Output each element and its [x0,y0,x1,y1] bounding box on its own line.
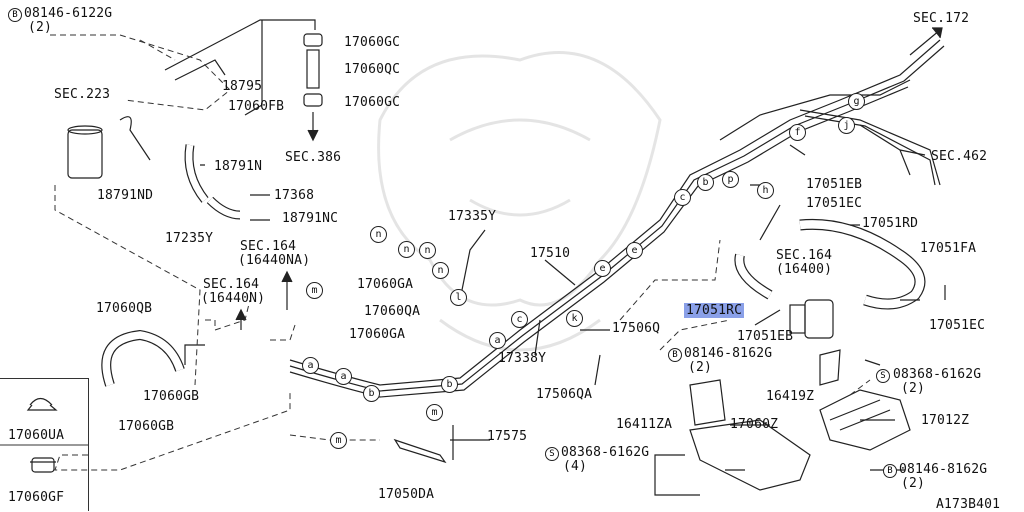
qty-label: (2) [901,476,926,491]
section-ref-sub: (16400) [776,262,833,277]
clip-a-2: a [335,368,352,385]
screw-symbol: S [545,447,559,461]
clip-n-2: n [398,241,415,258]
part-label[interactable]: 17051EC [929,318,986,333]
part-label[interactable]: 17060GB [143,389,200,404]
screw-symbol: S [876,369,890,383]
part-label[interactable]: 17060GC [344,35,401,50]
part-label[interactable]: 17051FA [920,241,977,256]
clip-m-3: m [330,432,347,449]
part-label[interactable]: 17575 [487,429,528,444]
bolt-symbol: B [668,348,682,362]
section-ref[interactable]: SEC.223 [54,87,111,102]
qty-label: (2) [688,360,713,375]
clip-c-1: c [511,311,528,328]
part-label[interactable]: 08146-8162G [899,462,988,477]
part-label[interactable]: 08146-6122G [24,6,113,21]
inset-panel [0,378,89,511]
part-label[interactable]: 17060QC [344,62,401,77]
qty-label: (2) [901,381,926,396]
part-label[interactable]: 08368-6162G [893,367,982,382]
part-label[interactable]: 16411ZA [616,417,673,432]
section-ref-sub: (16440N) [201,291,266,306]
part-label[interactable]: 17012Z [921,413,970,428]
clip-e-2: e [626,242,643,259]
clip-h: h [757,182,774,199]
part-label[interactable]: 17060Z [730,417,779,432]
clip-l: l [450,289,467,306]
clip-n-4: n [432,262,449,279]
qty-label: (2) [28,20,53,35]
section-ref[interactable]: SEC.172 [913,11,970,26]
clip-f: f [789,124,806,141]
part-label[interactable]: 17368 [274,188,315,203]
clip-b-1: b [363,385,380,402]
section-ref[interactable]: SEC.164 [203,277,260,292]
part-label[interactable]: 17510 [530,246,571,261]
clip-b-3: b [697,174,714,191]
part-label[interactable]: 17051EB [806,177,863,192]
highlighted-part-label[interactable]: 17051RC [684,303,745,318]
section-ref[interactable]: SEC.164 [240,239,297,254]
part-label[interactable]: 17506Q [612,321,661,336]
part-label[interactable]: 16419Z [766,389,815,404]
part-label[interactable]: 17060QB [96,301,153,316]
part-label[interactable]: 17060GA [349,327,406,342]
bolt-symbol: B [883,464,897,478]
part-label[interactable]: 17050DA [378,487,435,502]
clip-n-3: n [419,242,436,259]
clip-j: j [838,117,855,134]
section-ref[interactable]: SEC.164 [776,248,833,263]
clip-g: g [848,93,865,110]
part-label[interactable]: 17051EC [806,196,863,211]
part-label[interactable]: 18791N [214,159,263,174]
section-ref-sub: (16440NA) [238,253,311,268]
part-label[interactable]: 17051EB [737,329,794,344]
qty-label: (4) [563,459,588,474]
bolt-symbol: B [8,8,22,22]
clip-k: k [566,310,583,327]
part-label[interactable]: 17060GB [118,419,175,434]
clip-b-2: b [441,376,458,393]
part-label[interactable]: 17060GC [344,95,401,110]
part-label[interactable]: 18795 [222,79,263,94]
clip-e-1: e [594,260,611,277]
part-label[interactable]: 17235Y [165,231,214,246]
clip-a-1: a [302,357,319,374]
section-ref[interactable]: SEC.386 [285,150,342,165]
part-label[interactable]: 17506QA [536,387,593,402]
part-label[interactable]: 17060UA [8,428,65,443]
part-label[interactable]: 17060GF [8,490,65,505]
part-label[interactable]: 17335Y [448,209,497,224]
part-label[interactable]: 08146-8162G [684,346,773,361]
part-label[interactable]: 17051RD [862,216,919,231]
figure-code: A173B401 [936,497,1001,512]
clip-n-1: n [370,226,387,243]
part-label[interactable]: 18791NC [282,211,339,226]
part-label[interactable]: 17060GA [357,277,414,292]
clip-p: p [722,171,739,188]
part-label[interactable]: 17060QA [364,304,421,319]
clip-m-1: m [306,282,323,299]
clip-a-3: a [489,332,506,349]
part-label[interactable]: 17338Y [498,351,547,366]
section-ref[interactable]: SEC.462 [931,149,988,164]
clip-c-2: c [674,189,691,206]
clip-m-2: m [426,404,443,421]
part-label[interactable]: 17060FB [228,99,285,114]
part-label[interactable]: 18791ND [97,188,154,203]
part-label[interactable]: 08368-6162G [561,445,650,460]
